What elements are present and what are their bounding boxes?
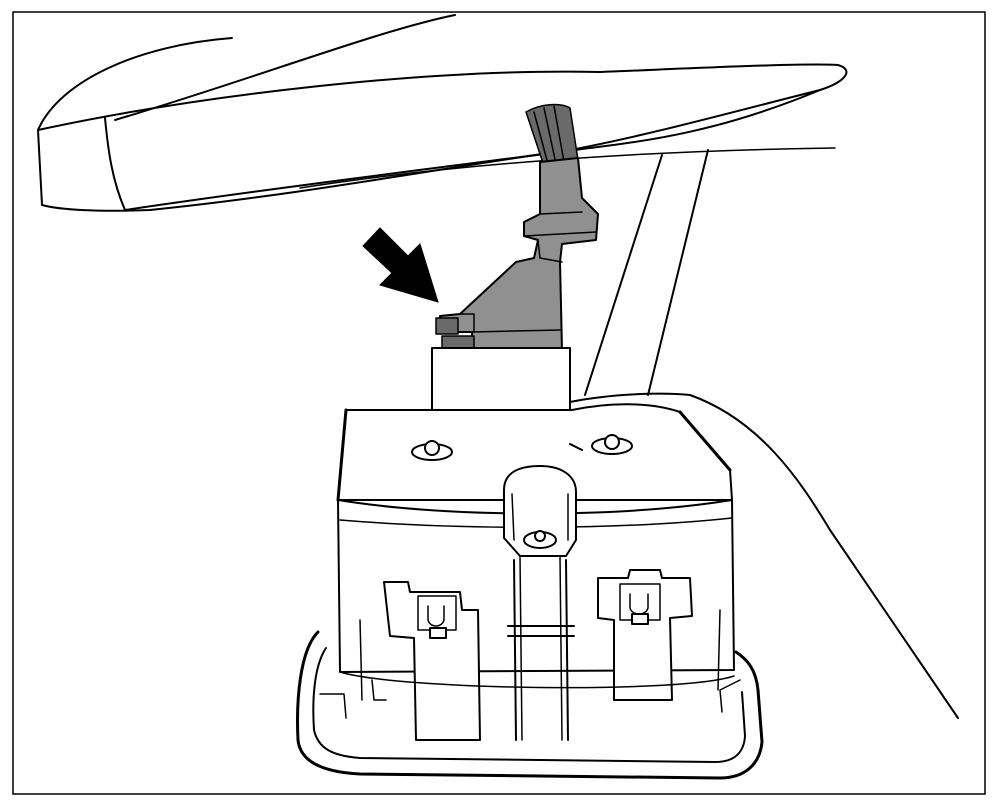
figure-frame — [12, 11, 986, 795]
trim-panel — [37, 14, 959, 719]
wiring-harness — [525, 103, 579, 167]
bezel-frame — [296, 630, 764, 780]
electrical-connector — [435, 157, 599, 353]
switch-module — [336, 403, 735, 741]
arrow-pointer-icon — [362, 227, 439, 303]
